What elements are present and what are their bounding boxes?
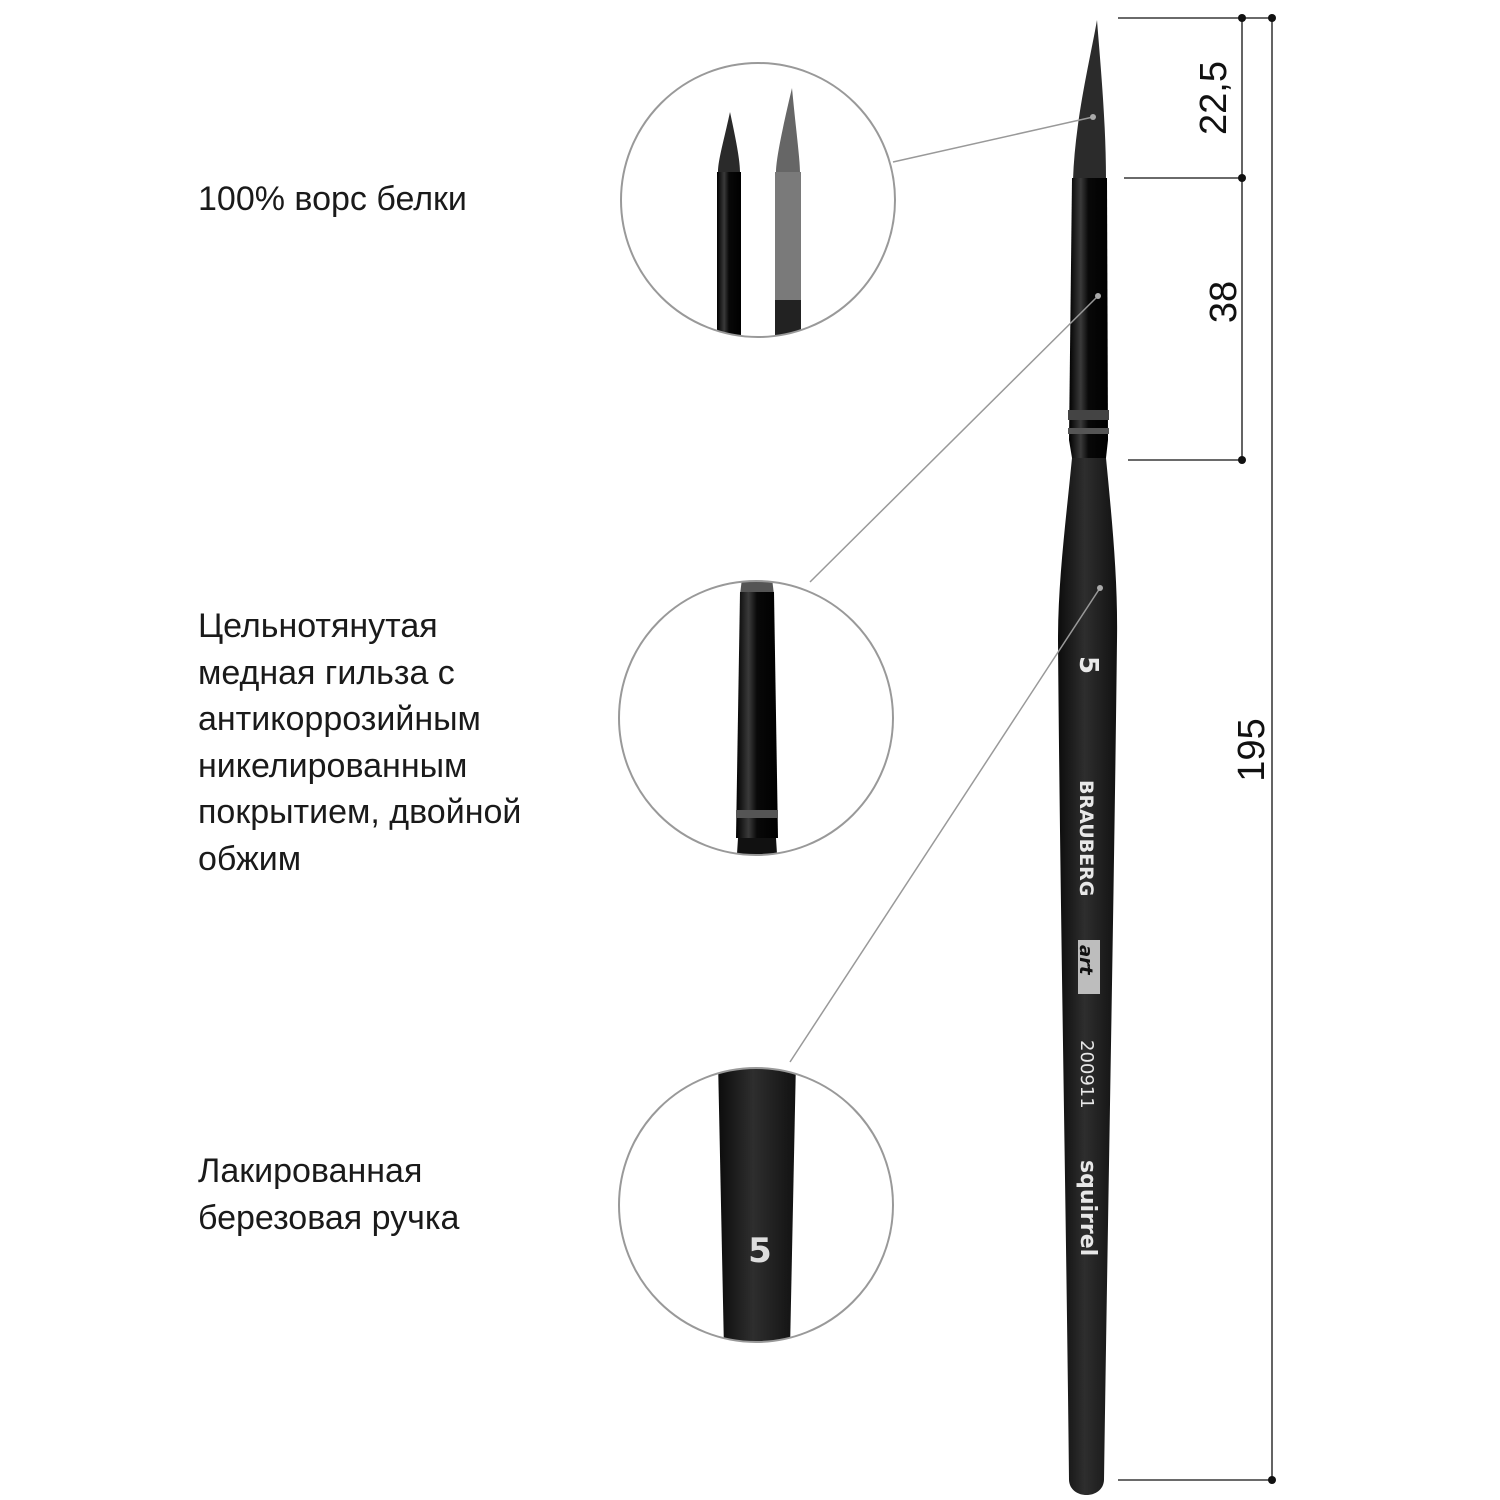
closeup-handle: 5 bbox=[618, 1067, 894, 1343]
feature-bristles: 100% ворс белки bbox=[198, 176, 467, 223]
closeup-bristles bbox=[620, 62, 896, 338]
feature-line: покрытием, двойной bbox=[198, 793, 522, 831]
feature-ferrule: Цельнотянутая медная гильза с антикорроз… bbox=[198, 603, 521, 882]
dimension-tip: 22,5 bbox=[1193, 61, 1235, 135]
dimension-total: 195 bbox=[1231, 718, 1273, 781]
feature-line: Лакированная bbox=[198, 1152, 423, 1190]
leader-lines bbox=[789, 116, 1101, 1063]
feature-line: антикоррозийным bbox=[198, 700, 481, 738]
brush-hair-print: squirrel bbox=[1075, 1160, 1100, 1256]
dimension-ferrule: 38 bbox=[1203, 281, 1245, 323]
ferrule bbox=[1069, 178, 1108, 458]
feature-line: обжим bbox=[198, 839, 302, 878]
brush-logo-print: art bbox=[1075, 945, 1096, 976]
brush-brand-print: BRAUBERG bbox=[1075, 780, 1097, 896]
brush-article-print: 200911 bbox=[1076, 1040, 1097, 1109]
feature-line: 100% ворс белки bbox=[198, 180, 467, 218]
bristles bbox=[1073, 20, 1106, 180]
feature-handle: Лакированная березовая ручка bbox=[198, 1148, 459, 1241]
closeup-size-print: 5 bbox=[748, 1231, 772, 1271]
dimension-lines bbox=[1118, 17, 1273, 1481]
feature-line: Цельнотянутая bbox=[198, 607, 438, 645]
feature-line: никелированным bbox=[198, 746, 468, 785]
brush: 5 BRAUBERG art 200911 squirrel bbox=[1058, 20, 1118, 1495]
brush-size-print: 5 bbox=[1073, 656, 1103, 674]
feature-line: медная гильза с bbox=[198, 653, 455, 692]
feature-line: березовая ручка bbox=[198, 1198, 460, 1237]
closeup-ferrule bbox=[618, 580, 894, 856]
